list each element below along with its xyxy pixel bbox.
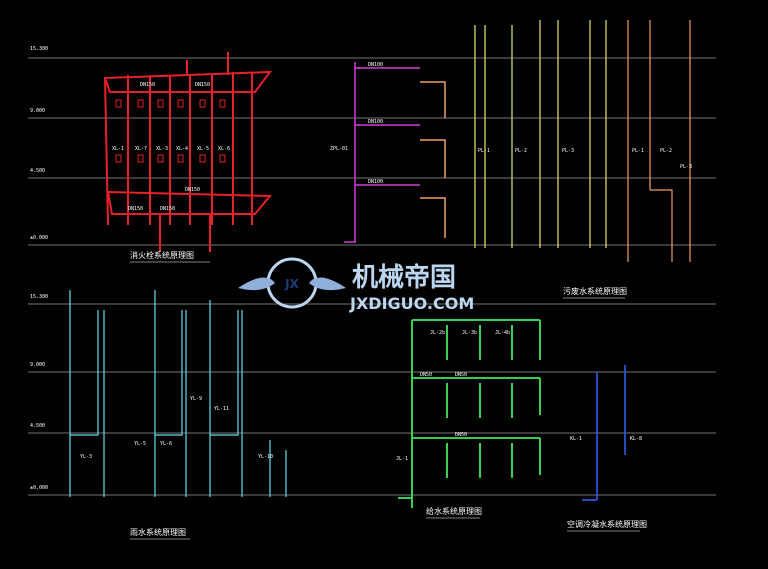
wing-icon (238, 277, 275, 291)
rain-labels: YL-3 YL-5 YL-9 YL-11 YL-10 YL-6 (80, 396, 273, 460)
condensate-system (582, 365, 626, 501)
pipe-label: DN100 (368, 119, 383, 125)
riser-label: XL-7 (135, 146, 147, 152)
riser-label: JL-1 (396, 456, 408, 462)
pipe-label: DN100 (368, 179, 383, 185)
riser-label: YL-5 (134, 441, 146, 447)
riser-label: ZPL-01 (330, 146, 348, 152)
riser-label: PL-3 (680, 164, 692, 170)
sewage-system-title: 污废水系统原理图 (563, 286, 627, 296)
fire-hydrant-boxes (115, 99, 226, 163)
riser-label: YL-3 (80, 454, 92, 460)
watermark-text-cn: 机械帝国 (352, 262, 456, 293)
level-label: 4.500 (30, 423, 45, 429)
pipe-label: DN150 (128, 206, 143, 212)
bottom-level-labels: 15.300 9.000 4.500 ±0.000 (30, 294, 48, 491)
rain-system-title: 雨水系统原理图 (130, 527, 186, 537)
pipe-label: DN100 (368, 62, 383, 68)
riser-label: XL-5 (197, 146, 209, 152)
riser-label: YL-9 (190, 396, 202, 402)
supply-system-title: 给水系统原理图 (426, 506, 482, 516)
riser-label: YL-6 (160, 441, 172, 447)
fire-labels: XL-1 XL-7 XL-3 XL-4 XL-5 XL-6 DN150 DN15… (112, 82, 230, 212)
level-label: 9.000 (30, 362, 45, 368)
sewage-system (474, 20, 607, 248)
pipe-label: DN150 (195, 82, 210, 88)
watermark: JX 机械帝国 JXDIGUO.COM (238, 257, 474, 313)
level-label: 15.300 (30, 46, 48, 52)
pipe-label: DN150 (160, 206, 175, 212)
riser-label: XL-4 (176, 146, 188, 152)
riser-label: YL-10 (258, 454, 273, 460)
riser-label: PL-2 (515, 148, 527, 154)
riser-label: PL-1 (632, 148, 644, 154)
riser-label: KL-1 (570, 436, 582, 442)
riser-label: JL-3b (462, 330, 477, 336)
watermark-text-en: JXDIGUO.COM (349, 294, 474, 313)
supply-system (398, 319, 541, 508)
drain-orange-branches (420, 81, 446, 238)
pipe-label: DN50 (455, 372, 467, 378)
riser-label: JL-2b (430, 330, 445, 336)
level-label: ±0.000 (30, 235, 48, 241)
level-label: ±0.000 (30, 485, 48, 491)
riser-label: PL-2 (660, 148, 672, 154)
condensate-labels: KL-1 KL-8 (570, 436, 642, 442)
wing-icon (309, 277, 346, 291)
riser-label: JL-4b (495, 330, 510, 336)
pipe-label: DN50 (420, 372, 432, 378)
logo-badge: JX (284, 277, 299, 291)
supply-labels: JL-1 JL-2b JL-3b JL-4b DN50 DN50 DN50 (396, 330, 510, 462)
sewage-branches (627, 20, 691, 262)
rain-system (69, 290, 287, 497)
level-label: 9.000 (30, 108, 45, 114)
drain-system (344, 62, 420, 243)
pipe-label: DN150 (185, 187, 200, 193)
condensate-system-title: 空调冷凝水系统原理图 (567, 519, 647, 529)
riser-label: PL-1 (478, 148, 490, 154)
bottom-level-lines (28, 303, 716, 496)
level-label: 15.300 (30, 294, 48, 300)
riser-label: XL-3 (156, 146, 168, 152)
top-level-labels: 15.300 9.000 4.500 ±0.000 (30, 46, 48, 241)
riser-label: XL-6 (218, 146, 230, 152)
top-level-lines (28, 57, 716, 246)
pipe-label: DN50 (455, 432, 467, 438)
riser-label: XL-1 (112, 146, 124, 152)
riser-label: PL-3 (562, 148, 574, 154)
drain-labels: ZPL-01 DN100 DN100 DN100 (330, 62, 383, 185)
riser-label: YL-11 (214, 406, 229, 412)
pipe-label: DN150 (140, 82, 155, 88)
fire-system-title: 消火栓系统原理图 (130, 250, 194, 260)
fire-hydrant-system (103, 52, 273, 252)
sewage-labels: PL-1 PL-2 PL-3 PL-1 PL-2 PL-3 (478, 148, 692, 170)
level-label: 4.500 (30, 168, 45, 174)
riser-label: KL-8 (630, 436, 642, 442)
